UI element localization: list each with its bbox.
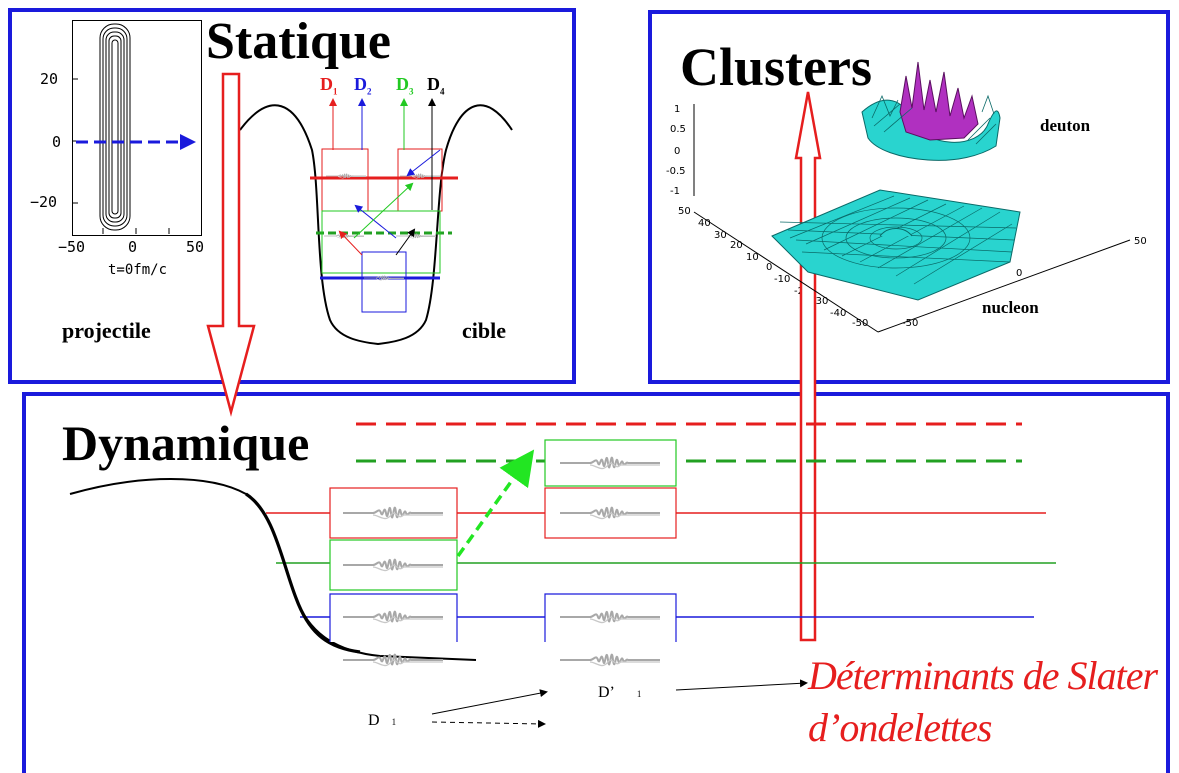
y-tick-30: 30 (714, 230, 727, 241)
y-tick-minus10: -10 (774, 274, 791, 285)
plot-xtick-minus50: −50 (58, 238, 86, 256)
d1-dashed-arrow (431, 719, 546, 728)
cluster-axes (693, 104, 1131, 333)
dprime-to-caption-arrow (675, 679, 808, 691)
plot-ytick-minus20: −20 (30, 193, 58, 211)
plot-time-label: t=0fm/c (108, 262, 168, 278)
cible-label: cible (462, 318, 506, 343)
z-tick-0: 0 (674, 146, 681, 157)
y-tick-10: 10 (746, 252, 759, 263)
contour-lines (99, 23, 131, 231)
nucleon-surface (771, 189, 1021, 301)
projectile-label: projectile (62, 318, 151, 343)
determinant-label-2: D2 (354, 74, 372, 97)
plot-xtick-50: 50 (186, 238, 205, 256)
plot-xtick-0: 0 (128, 238, 138, 256)
clusters-title: Clusters (680, 37, 872, 97)
x-tick-50: 50 (1134, 236, 1147, 247)
caption-line-2: d’ondelettes (808, 705, 992, 750)
z-tick-minus1: -1 (670, 186, 680, 197)
y-tick-40: 40 (698, 218, 711, 229)
z-tick-0.5: 0.5 (670, 124, 686, 135)
y-tick-50: 50 (678, 206, 691, 217)
dynamique-to-clusters-arrow (794, 91, 822, 642)
z-tick-minus0.5: -0.5 (666, 166, 686, 177)
potential-well (239, 104, 513, 346)
determinant-label-4: D4 (427, 74, 445, 97)
dynamique-title: Dynamique (62, 415, 310, 471)
dprime-label: D’1 (598, 684, 642, 701)
deuton-surface (861, 61, 1001, 161)
caption-line-1: Déterminants de Slater (808, 653, 1158, 698)
y-tick-minus50: -50 (852, 318, 869, 329)
x-tick-0: 0 (1016, 268, 1023, 279)
nucleon-label: nucleon (982, 298, 1039, 317)
plot-ytick-0: 0 (52, 133, 62, 151)
projectile-plot (72, 20, 202, 236)
y-tick-20: 20 (730, 240, 743, 251)
x-tick-minus50: -50 (902, 318, 919, 329)
y-tick-minus40: -40 (830, 308, 847, 319)
y-tick-0: 0 (766, 262, 773, 273)
d1-to-dprime-arrow (431, 689, 548, 715)
determinant-label-1: D1 (320, 74, 338, 97)
determinant-label-3: D3 (396, 74, 414, 97)
statique-to-dynamique-arrow (206, 72, 256, 417)
deuton-label: deuton (1040, 116, 1091, 135)
transition-arrow (456, 449, 535, 558)
plot-ticks (72, 78, 170, 234)
y-tick-minus30: -30 (812, 296, 829, 307)
plot-ytick-20: 20 (40, 70, 59, 88)
statique-title: Statique (206, 13, 391, 70)
z-tick-1: 1 (674, 104, 681, 115)
